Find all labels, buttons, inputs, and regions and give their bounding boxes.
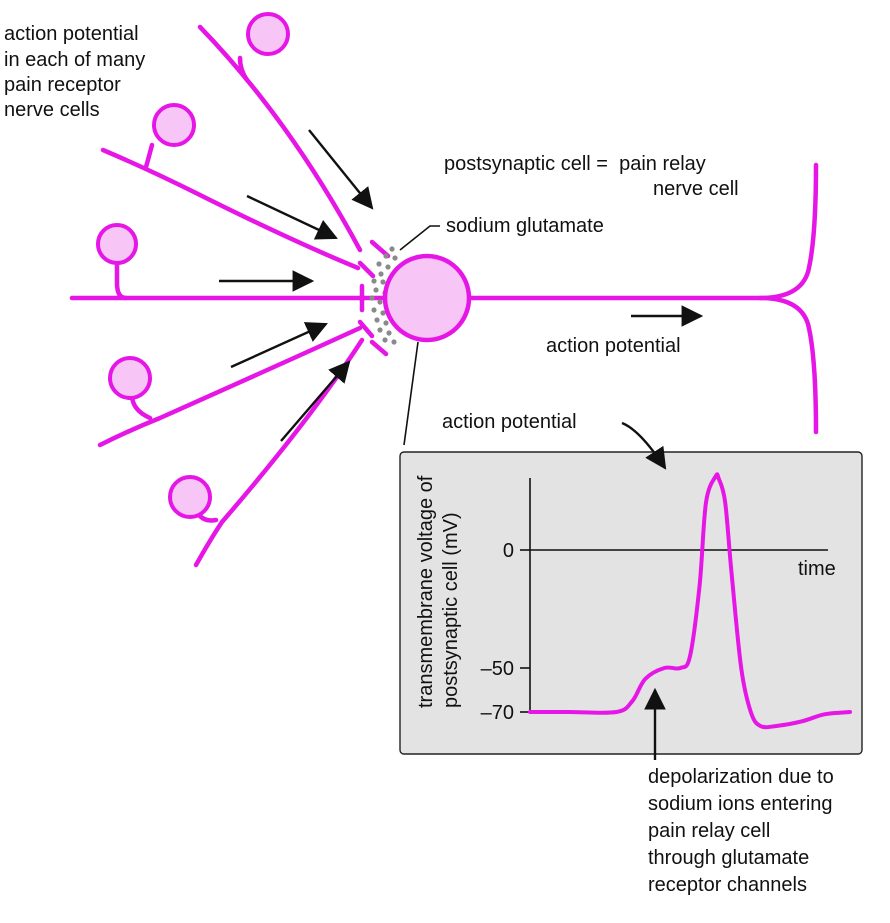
pain-relay-cell-body	[382, 253, 472, 343]
cell-to-graph-leader-line	[403, 341, 419, 446]
x-axis-title: time	[798, 558, 836, 580]
y-tick-label: –50	[481, 658, 514, 680]
input-action-potential-label-line1: action potential	[4, 23, 139, 45]
sodium-glutamate-leader-line	[399, 225, 440, 251]
receptor-nerve-cell-2	[100, 103, 361, 271]
arrow-fiber-1	[308, 129, 374, 210]
arrow-fiber-2	[246, 194, 338, 240]
receptor-cell-body-4	[108, 356, 152, 400]
sodium-glutamate-label: sodium glutamate	[446, 215, 604, 237]
arrow-fiber-4	[230, 322, 328, 369]
peak-annotation-label: action potential	[442, 411, 577, 433]
receptor-cell-body-3	[96, 223, 138, 265]
receptor-axon-1	[197, 24, 363, 253]
receptor-stalk-2	[143, 142, 155, 170]
depolarization-label-line3: pain relay cell	[648, 820, 770, 842]
input-action-potential-label-line2: in each of many	[4, 49, 145, 71]
y-axis-title-line2: postsynaptic cell (mV)	[440, 512, 462, 708]
receptor-nerve-cell-5	[168, 337, 365, 568]
relay-axon-lower-branch	[757, 295, 819, 435]
receptor-axon-4	[97, 325, 363, 448]
receptor-nerve-cell-4	[97, 325, 363, 448]
glutamate-vesicle-cluster	[369, 246, 398, 345]
depolarization-label-line2: sodium ions entering	[648, 793, 833, 815]
membrane-voltage-trace	[528, 472, 852, 730]
synaptic-terminal-2	[357, 260, 376, 279]
input-action-potential-label-line3: pain receptor	[4, 74, 121, 96]
output-action-potential-label: action potential	[546, 335, 681, 357]
depolarization-label-line4: through glutamate	[648, 847, 809, 869]
y-tick-label: 0	[503, 540, 514, 562]
receptor-nerve-cell-1	[197, 12, 363, 253]
receptor-nerve-cell-3	[69, 223, 391, 301]
receptor-cell-body-2	[152, 103, 196, 147]
receptor-stalk-5	[196, 512, 219, 523]
input-action-potential-label-line4: nerve cells	[4, 99, 100, 121]
synaptic-terminal-5	[369, 339, 389, 357]
peak-annotation-arrow	[621, 421, 667, 470]
postsynaptic-cell-label-line2: nerve cell	[653, 178, 739, 200]
y-axis-title-line1: transmembrane voltage of	[415, 475, 437, 708]
receptor-axon-5	[193, 337, 365, 568]
depolarization-label-line1: depolarization due to	[648, 766, 834, 788]
receptor-stalk-3	[114, 261, 129, 301]
y-tick-label: –70	[481, 702, 514, 724]
arrow-fiber-5	[280, 360, 351, 442]
receptor-cell-body-5	[168, 475, 212, 519]
depolarization-label-line5: receptor channels	[648, 874, 807, 896]
synaptic-terminal-4	[357, 319, 375, 339]
voltage-graph-panel	[399, 451, 863, 755]
receptor-cell-body-1	[246, 12, 290, 56]
receptor-stalk-1	[237, 55, 250, 83]
relay-axon-upper-branch	[467, 162, 819, 301]
voltage-chart: time 0 –50 –70	[481, 472, 852, 730]
receptor-axon-2	[100, 147, 361, 271]
postsynaptic-cell-label-line1: postsynaptic cell = pain relay	[444, 153, 706, 175]
